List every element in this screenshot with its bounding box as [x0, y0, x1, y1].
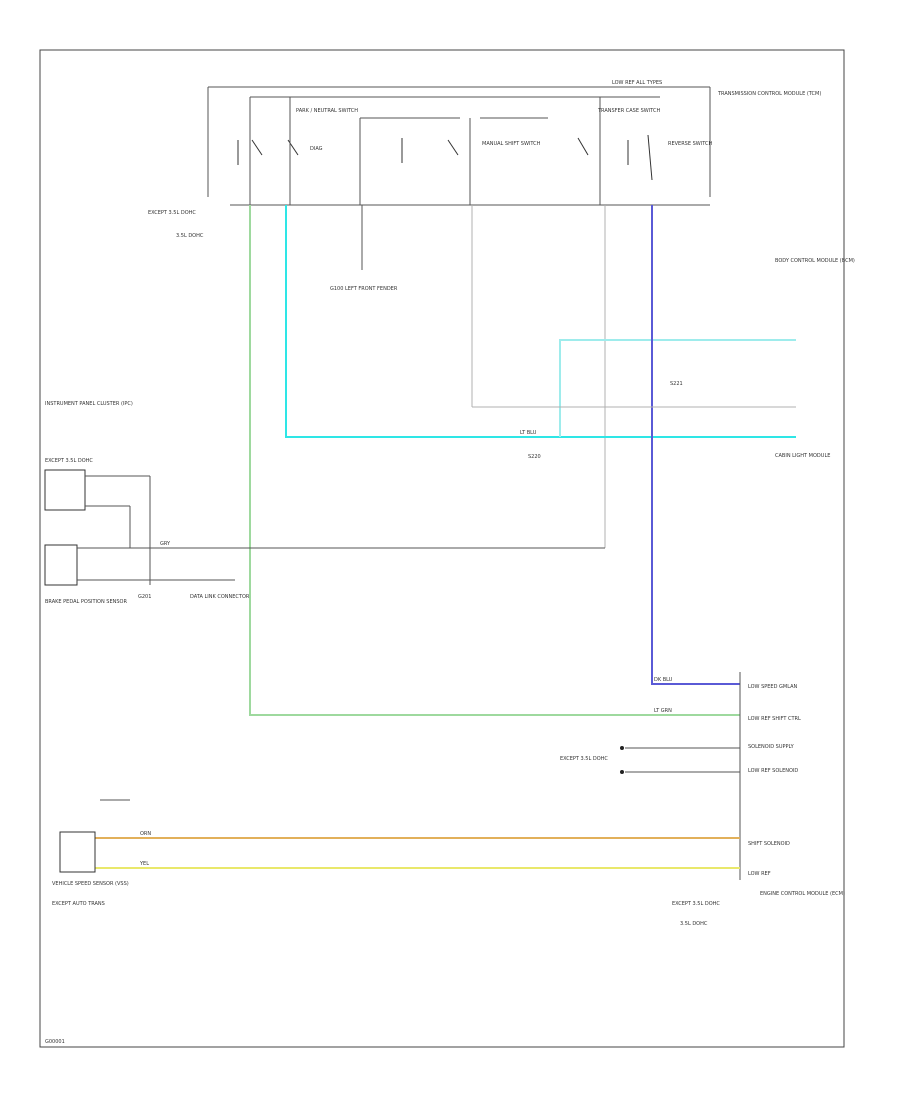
switch-3-label: TRANSFER CASE SWITCH [597, 108, 660, 114]
left-connector-b: 3.5L DOHC [176, 233, 204, 239]
left-switch-label: BRAKE PEDAL POSITION SENSOR [45, 599, 127, 605]
bottom-left-sensor-sub: EXCEPT AUTO TRANS [52, 901, 105, 907]
yellow-wire-label: YEL [139, 861, 149, 867]
splice-right-label: S221 [670, 381, 683, 387]
gray-wire-label: GRY [160, 541, 171, 547]
ecm-pin1-label: LOW REF SHIFT CTRL [748, 716, 801, 722]
top-right-module-label: TRANSMISSION CONTROL MODULE (TCM) [717, 91, 821, 97]
splice-center-label: S220 [528, 454, 541, 460]
diagram-frame [39, 49, 845, 1048]
ecm-sub-label: EXCEPT 3.5L DOHC [560, 756, 608, 762]
left-sensor-label: EXCEPT 3.5L DOHC [45, 458, 93, 464]
ecm-pin3-label: LOW REF SOLENOID [748, 768, 798, 774]
switch-4-label: REVERSE SWITCH [668, 141, 712, 147]
ground-center-label: G100 LEFT FRONT FENDER [330, 286, 398, 292]
bottom-connector-a: EXCEPT 3.5L DOHC [672, 901, 720, 907]
left-module-label: INSTRUMENT PANEL CLUSTER (IPC) [45, 401, 133, 407]
switch-2-label: MANUAL SHIFT SWITCH [482, 141, 541, 147]
orange-wire-label: ORN [140, 831, 151, 837]
ecm-top-label: LOW SPEED GMLAN [748, 684, 798, 690]
bottom-connector-b: 3.5L DOHC [680, 921, 708, 927]
switch-1-label: PARK / NEUTRAL SWITCH [296, 108, 358, 114]
cyan-wire-label: LT BLU [520, 430, 537, 436]
cyan-wire [285, 205, 796, 438]
top-bus-label: LOW REF ALL TYPES [612, 80, 662, 86]
vss-sensor: VEHICLE SPEED SENSOR (VSS) EXCEPT AUTO T… [52, 799, 130, 907]
left-ground-label: G201 [138, 594, 151, 600]
blue-wire [651, 205, 740, 685]
ecm-module-label: ENGINE CONTROL MODULE (ECM) [760, 891, 845, 897]
left-connector-a: EXCEPT 3.5L DOHC [148, 210, 196, 216]
figure-id: G00001 [45, 1039, 65, 1045]
ipc-module: INSTRUMENT PANEL CLUSTER (IPC) BRAKE PED… [44, 401, 605, 605]
left-connector-label: DATA LINK CONNECTOR [190, 594, 250, 600]
blue-wire-label: DK BLU [654, 677, 673, 683]
green-wire [249, 205, 740, 716]
ecm-block: LOW SPEED GMLAN LOW REF SHIFT CTRL SOLEN… [560, 672, 845, 897]
light-cyan-wire [559, 339, 796, 437]
bottom-left-sensor-label: VEHICLE SPEED SENSOR (VSS) [52, 881, 129, 887]
ecm-pin2-label: SOLENOID SUPPLY [748, 744, 795, 750]
right-module-label: BODY CONTROL MODULE (BCM) [775, 258, 855, 264]
bcm-module: BODY CONTROL MODULE (BCM) S221 CABIN LIG… [472, 258, 855, 459]
switch-1-sub: DIAG [310, 146, 323, 152]
bottom-right-module-label: CABIN LIGHT MODULE [775, 453, 830, 459]
switch-block: PARK / NEUTRAL SWITCH DIAG MANUAL SHIFT … [237, 97, 712, 205]
green-wire-label: LT GRN [654, 708, 672, 714]
ecm-pin4-label: SHIFT SOLENOID [748, 841, 790, 847]
ecm-pin5-label: LOW REF [748, 871, 771, 877]
